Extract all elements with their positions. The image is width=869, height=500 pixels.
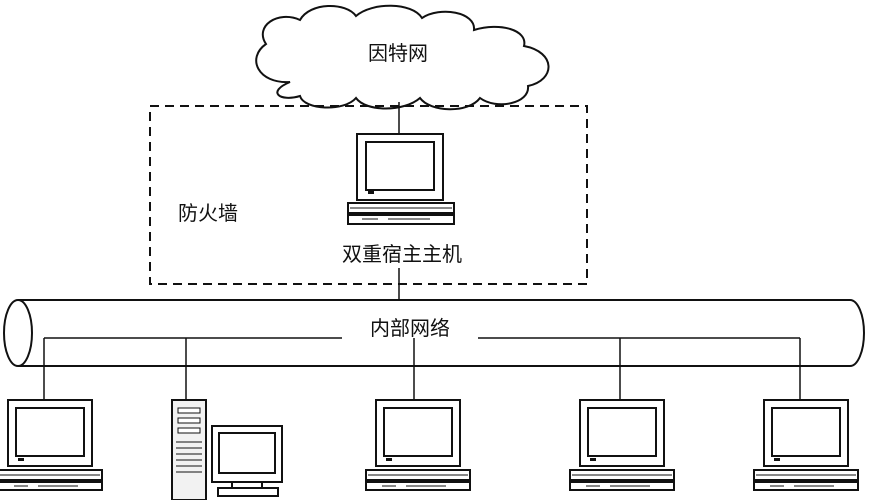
firewall-boundary [149,105,588,285]
computer-icon [569,399,675,491]
cloud-icon [255,4,550,111]
computer-icon [211,425,283,497]
dual-homed-host: 双重宿主主机 [342,133,462,266]
server-tower-icon [171,399,207,500]
computer-icon [347,133,455,225]
firewall-label: 防火墙 [178,201,238,225]
internet-cloud: 因特网 [255,4,550,111]
internal-workstation-5 [753,399,859,491]
bus-left-end [3,299,33,367]
internal-workstation-1 [0,399,103,491]
internet-label: 因特网 [368,41,428,65]
internal-workstation-4 [569,399,675,491]
internal-workstation-3 [365,399,471,491]
internal-network-bus: 内部网络 [3,299,865,367]
computer-icon [0,399,103,491]
computer-icon [753,399,859,491]
network-bus-icon [18,299,865,367]
internal-server [171,399,283,500]
dual-homed-host-label: 双重宿主主机 [342,242,462,266]
internal-network-label: 内部网络 [370,316,450,340]
computer-icon [365,399,471,491]
internal-host-links [43,338,801,400]
